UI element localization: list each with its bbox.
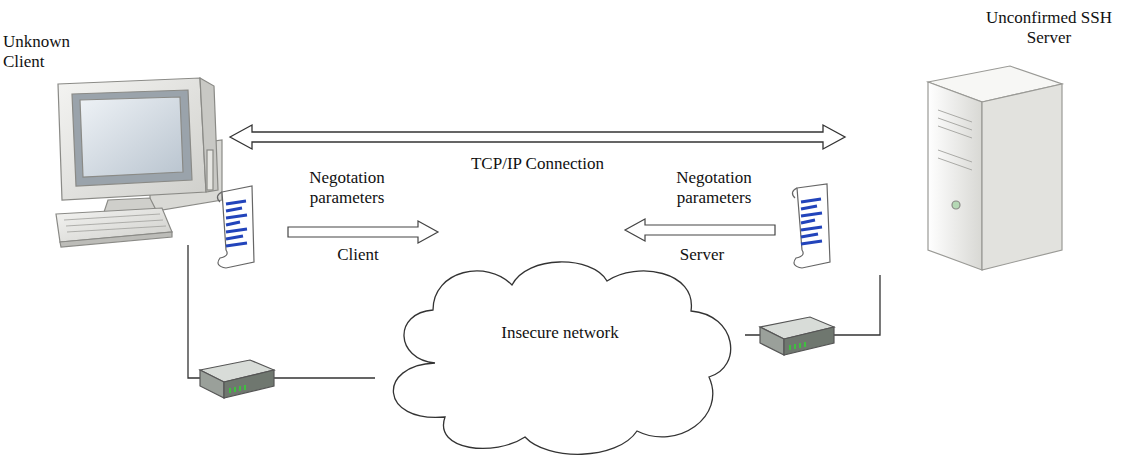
- drawing-part: [801, 206, 817, 209]
- drawing-part: [60, 232, 172, 247]
- drawing-part: [792, 188, 797, 198]
- drawing-part: [226, 236, 243, 239]
- drawing-part: [207, 150, 213, 190]
- drawing-part: [801, 241, 822, 244]
- drawing-part: [938, 126, 972, 138]
- drawing-part: [801, 220, 815, 223]
- drawing-part: [218, 186, 254, 268]
- drawing-part: [226, 243, 247, 246]
- annotation-label: Negotation parameters: [652, 168, 776, 207]
- drawing-part: [66, 220, 163, 226]
- drawing-part: [938, 110, 972, 170]
- drawing-part: [244, 385, 246, 390]
- server-icon: [928, 66, 1062, 270]
- drawing-part: [72, 90, 192, 186]
- drawing-part: [200, 370, 224, 398]
- router-icon: [760, 317, 834, 355]
- drawing-part: [804, 342, 806, 347]
- drawing-part: [801, 199, 821, 202]
- drawing-part: [790, 342, 805, 350]
- drawing-part: [239, 386, 241, 391]
- drawing-part: [226, 229, 247, 232]
- scroll-icon: [792, 184, 830, 268]
- drawing-part: [789, 345, 791, 350]
- drawing-part: [80, 97, 183, 177]
- client-node: Unknown Client: [0, 30, 230, 245]
- drawing-part: [64, 214, 160, 220]
- drawing-part: [784, 327, 834, 355]
- scroll-icon: [217, 186, 254, 268]
- direction-arrow: [288, 221, 438, 243]
- drawing-part: [234, 387, 236, 392]
- drawing-part: [938, 158, 972, 170]
- direction-arrow: [625, 219, 775, 241]
- drawing-part: [760, 327, 784, 355]
- cloud-outline: [375, 255, 745, 460]
- drawing-part: [794, 184, 830, 268]
- annotation-label: Client: [316, 245, 400, 265]
- drawing-part: [226, 208, 242, 211]
- annotation-label: Negotation parameters: [285, 168, 409, 207]
- drawing-part: [952, 201, 960, 209]
- server-node: Unconfirmed SSH Server: [845, 0, 1117, 275]
- drawing-part: [928, 82, 982, 270]
- drawing-part: [200, 78, 218, 192]
- drawing-part: [799, 343, 801, 348]
- node-heading: Unconfirmed SSH Server: [985, 8, 1113, 47]
- drawing-part: [801, 234, 818, 237]
- connection-line: [188, 245, 375, 378]
- drawing-part: [794, 344, 796, 349]
- drawing-part: [226, 201, 247, 246]
- drawing-part: [982, 84, 1062, 270]
- cloud-shape: [393, 262, 730, 454]
- connection-line: [230, 125, 845, 149]
- drawing-part: [226, 222, 240, 225]
- drawing-part: [226, 215, 247, 218]
- node-heading: Unknown Client: [3, 32, 95, 71]
- computer-icon: [56, 78, 222, 247]
- drawing-part: [801, 199, 822, 244]
- drawing-part: [226, 201, 246, 204]
- node-heading: Insecure network: [495, 323, 625, 343]
- drawing-part: [58, 78, 206, 200]
- drawing-part: [801, 227, 822, 230]
- drawing-part: [230, 385, 245, 393]
- annotation-label: Server: [660, 245, 744, 265]
- router-icon: [200, 360, 274, 398]
- drawing-part: [229, 388, 231, 393]
- cloud-node: Insecure network: [375, 255, 745, 460]
- drawing-part: [224, 370, 274, 398]
- drawing-part: [801, 213, 822, 216]
- edge-label: TCP/IP Connection: [469, 154, 606, 174]
- drawing-part: [67, 226, 166, 232]
- drawing-part: [64, 214, 166, 232]
- drawing-part: [217, 192, 222, 202]
